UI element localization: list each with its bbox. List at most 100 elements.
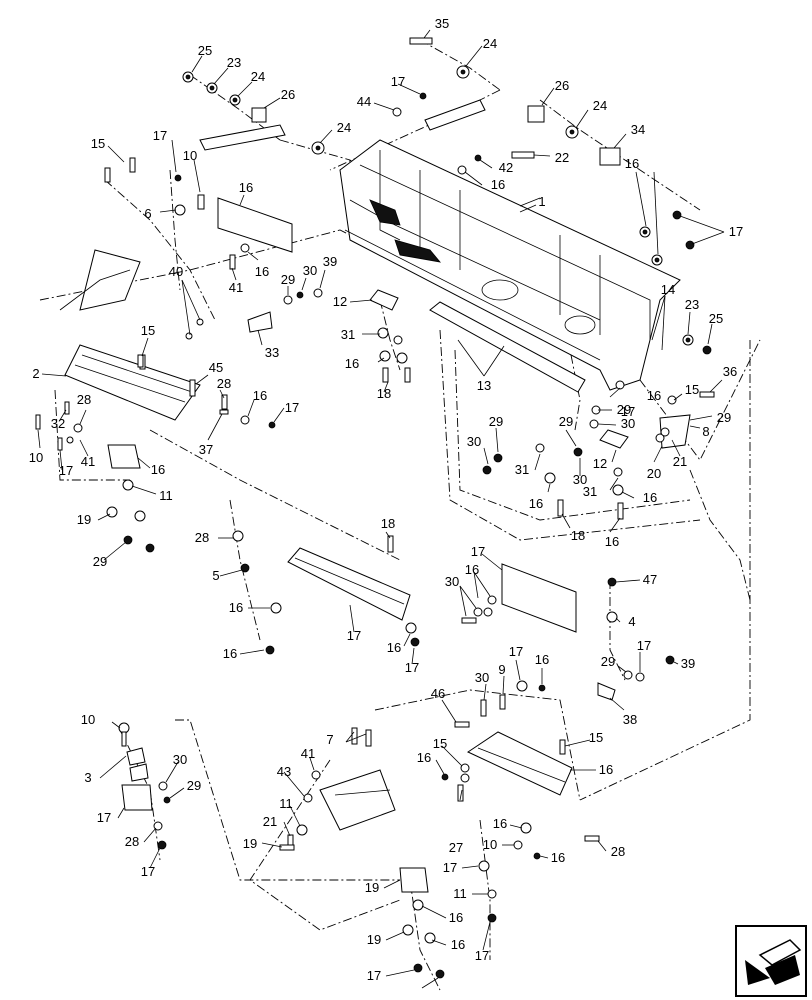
callout-label: 35: [435, 16, 449, 31]
plate-top-right: [424, 99, 486, 131]
callout-label: 30: [173, 752, 187, 767]
callout-label: 17: [729, 224, 743, 239]
callout-label: 38: [623, 712, 637, 727]
callout-label: 16: [625, 156, 639, 171]
hinge-11-a: [107, 444, 141, 469]
callout-label: 6: [144, 206, 151, 221]
callout-label: 9: [498, 662, 505, 677]
callout-label: 27: [449, 840, 463, 855]
callout-label: 28: [77, 392, 91, 407]
callout-label: 16: [551, 850, 565, 865]
shield-4: [287, 547, 411, 621]
bracket-12-top: [369, 289, 399, 311]
callout-label: 26: [555, 78, 569, 93]
callout-label: 17: [471, 544, 485, 559]
callout-label: 2: [32, 366, 39, 381]
callout-label: 19: [243, 836, 257, 851]
callout-label: 17: [509, 644, 523, 659]
callout-label: 16: [599, 762, 613, 777]
callout-label: 16: [535, 652, 549, 667]
callout-label: 31: [583, 484, 597, 499]
callout-label: 13: [477, 378, 491, 393]
callout-label: 22: [555, 150, 569, 165]
callout-label: 16: [253, 388, 267, 403]
callout-label: 33: [265, 345, 279, 360]
callout-label: 17: [367, 968, 381, 983]
callout-label: 17: [153, 128, 167, 143]
callout-label: 17: [97, 810, 111, 825]
callout-label: 16: [223, 646, 237, 661]
callout-label: 30: [475, 670, 489, 685]
callout-label: 17: [475, 948, 489, 963]
callout-label: 19: [365, 880, 379, 895]
callout-label: 17: [621, 404, 635, 419]
shield-3: [466, 731, 573, 796]
callout-label: 17: [637, 638, 651, 653]
callout-label: 30: [573, 472, 587, 487]
hardware: [35, 37, 715, 979]
panel-6: [217, 197, 293, 253]
callout-label: 26: [281, 87, 295, 102]
callout-label: 30: [621, 416, 635, 431]
callout-label: 29: [617, 402, 631, 417]
callout-label: 21: [673, 454, 687, 469]
callout-label: 37: [199, 442, 213, 457]
callout-label: 31: [515, 462, 529, 477]
callout-label: 17: [285, 400, 299, 415]
spacer-26-left: [251, 107, 267, 123]
shield-2: [64, 344, 201, 421]
callout-label: 10: [483, 837, 497, 852]
spacer-26-right: [527, 105, 545, 123]
latch-assembly-left-top: [79, 249, 141, 311]
callout-label: 15: [91, 136, 105, 151]
callout-label: 3: [84, 770, 91, 785]
callout-label: 23: [685, 297, 699, 312]
callout-label: 30: [445, 574, 459, 589]
callout-label: 41: [301, 746, 315, 761]
callout-label: 29: [717, 410, 731, 425]
callout-label: 43: [277, 764, 291, 779]
hinge-11-b: [121, 784, 153, 811]
callout-label: 16: [643, 490, 657, 505]
callout-label: 29: [601, 654, 615, 669]
spacer-34: [599, 147, 621, 166]
callout-label: 15: [589, 730, 603, 745]
callout-label: 18: [381, 516, 395, 531]
callout-label: 17: [347, 628, 361, 643]
callout-label: 16: [493, 816, 507, 831]
callout-label: 23: [227, 55, 241, 70]
callout-label: 28: [195, 530, 209, 545]
callout-label: 19: [367, 932, 381, 947]
orientation-arrow-icon: [735, 925, 807, 997]
callout-label: 29: [187, 778, 201, 793]
callout-label: 25: [709, 311, 723, 326]
callout-label: 24: [483, 36, 497, 51]
callout-label: 30: [467, 434, 481, 449]
callout-label: 29: [93, 554, 107, 569]
callout-label: 15: [141, 323, 155, 338]
callout-label: 29: [559, 414, 573, 429]
callout-label: 11: [453, 886, 467, 901]
callout-label: 15: [433, 736, 447, 751]
callout-label: 10: [183, 148, 197, 163]
callout-label: 4: [628, 614, 635, 629]
latch-assembly-bottom: [319, 769, 396, 831]
callout-label: 16: [151, 462, 165, 477]
callout-label: 11: [159, 488, 173, 503]
callout-label: 16: [239, 180, 253, 195]
callout-label: 44: [357, 94, 371, 109]
callout-label: 25: [198, 43, 212, 58]
callout-label: 17: [443, 860, 457, 875]
callout-label: 21: [263, 814, 277, 829]
bracket-12-right: [599, 429, 629, 449]
callout-label: 32: [51, 416, 65, 431]
callout-label: 19: [77, 512, 91, 527]
callout-label: 29: [489, 414, 503, 429]
callout-label: 17: [391, 74, 405, 89]
callout-label: 18: [571, 528, 585, 543]
callout-label: 29: [281, 272, 295, 287]
callout-label: 42: [499, 160, 513, 175]
callout-label: 16: [529, 496, 543, 511]
callout-label: 30: [303, 263, 317, 278]
callout-label: 8: [702, 424, 709, 439]
